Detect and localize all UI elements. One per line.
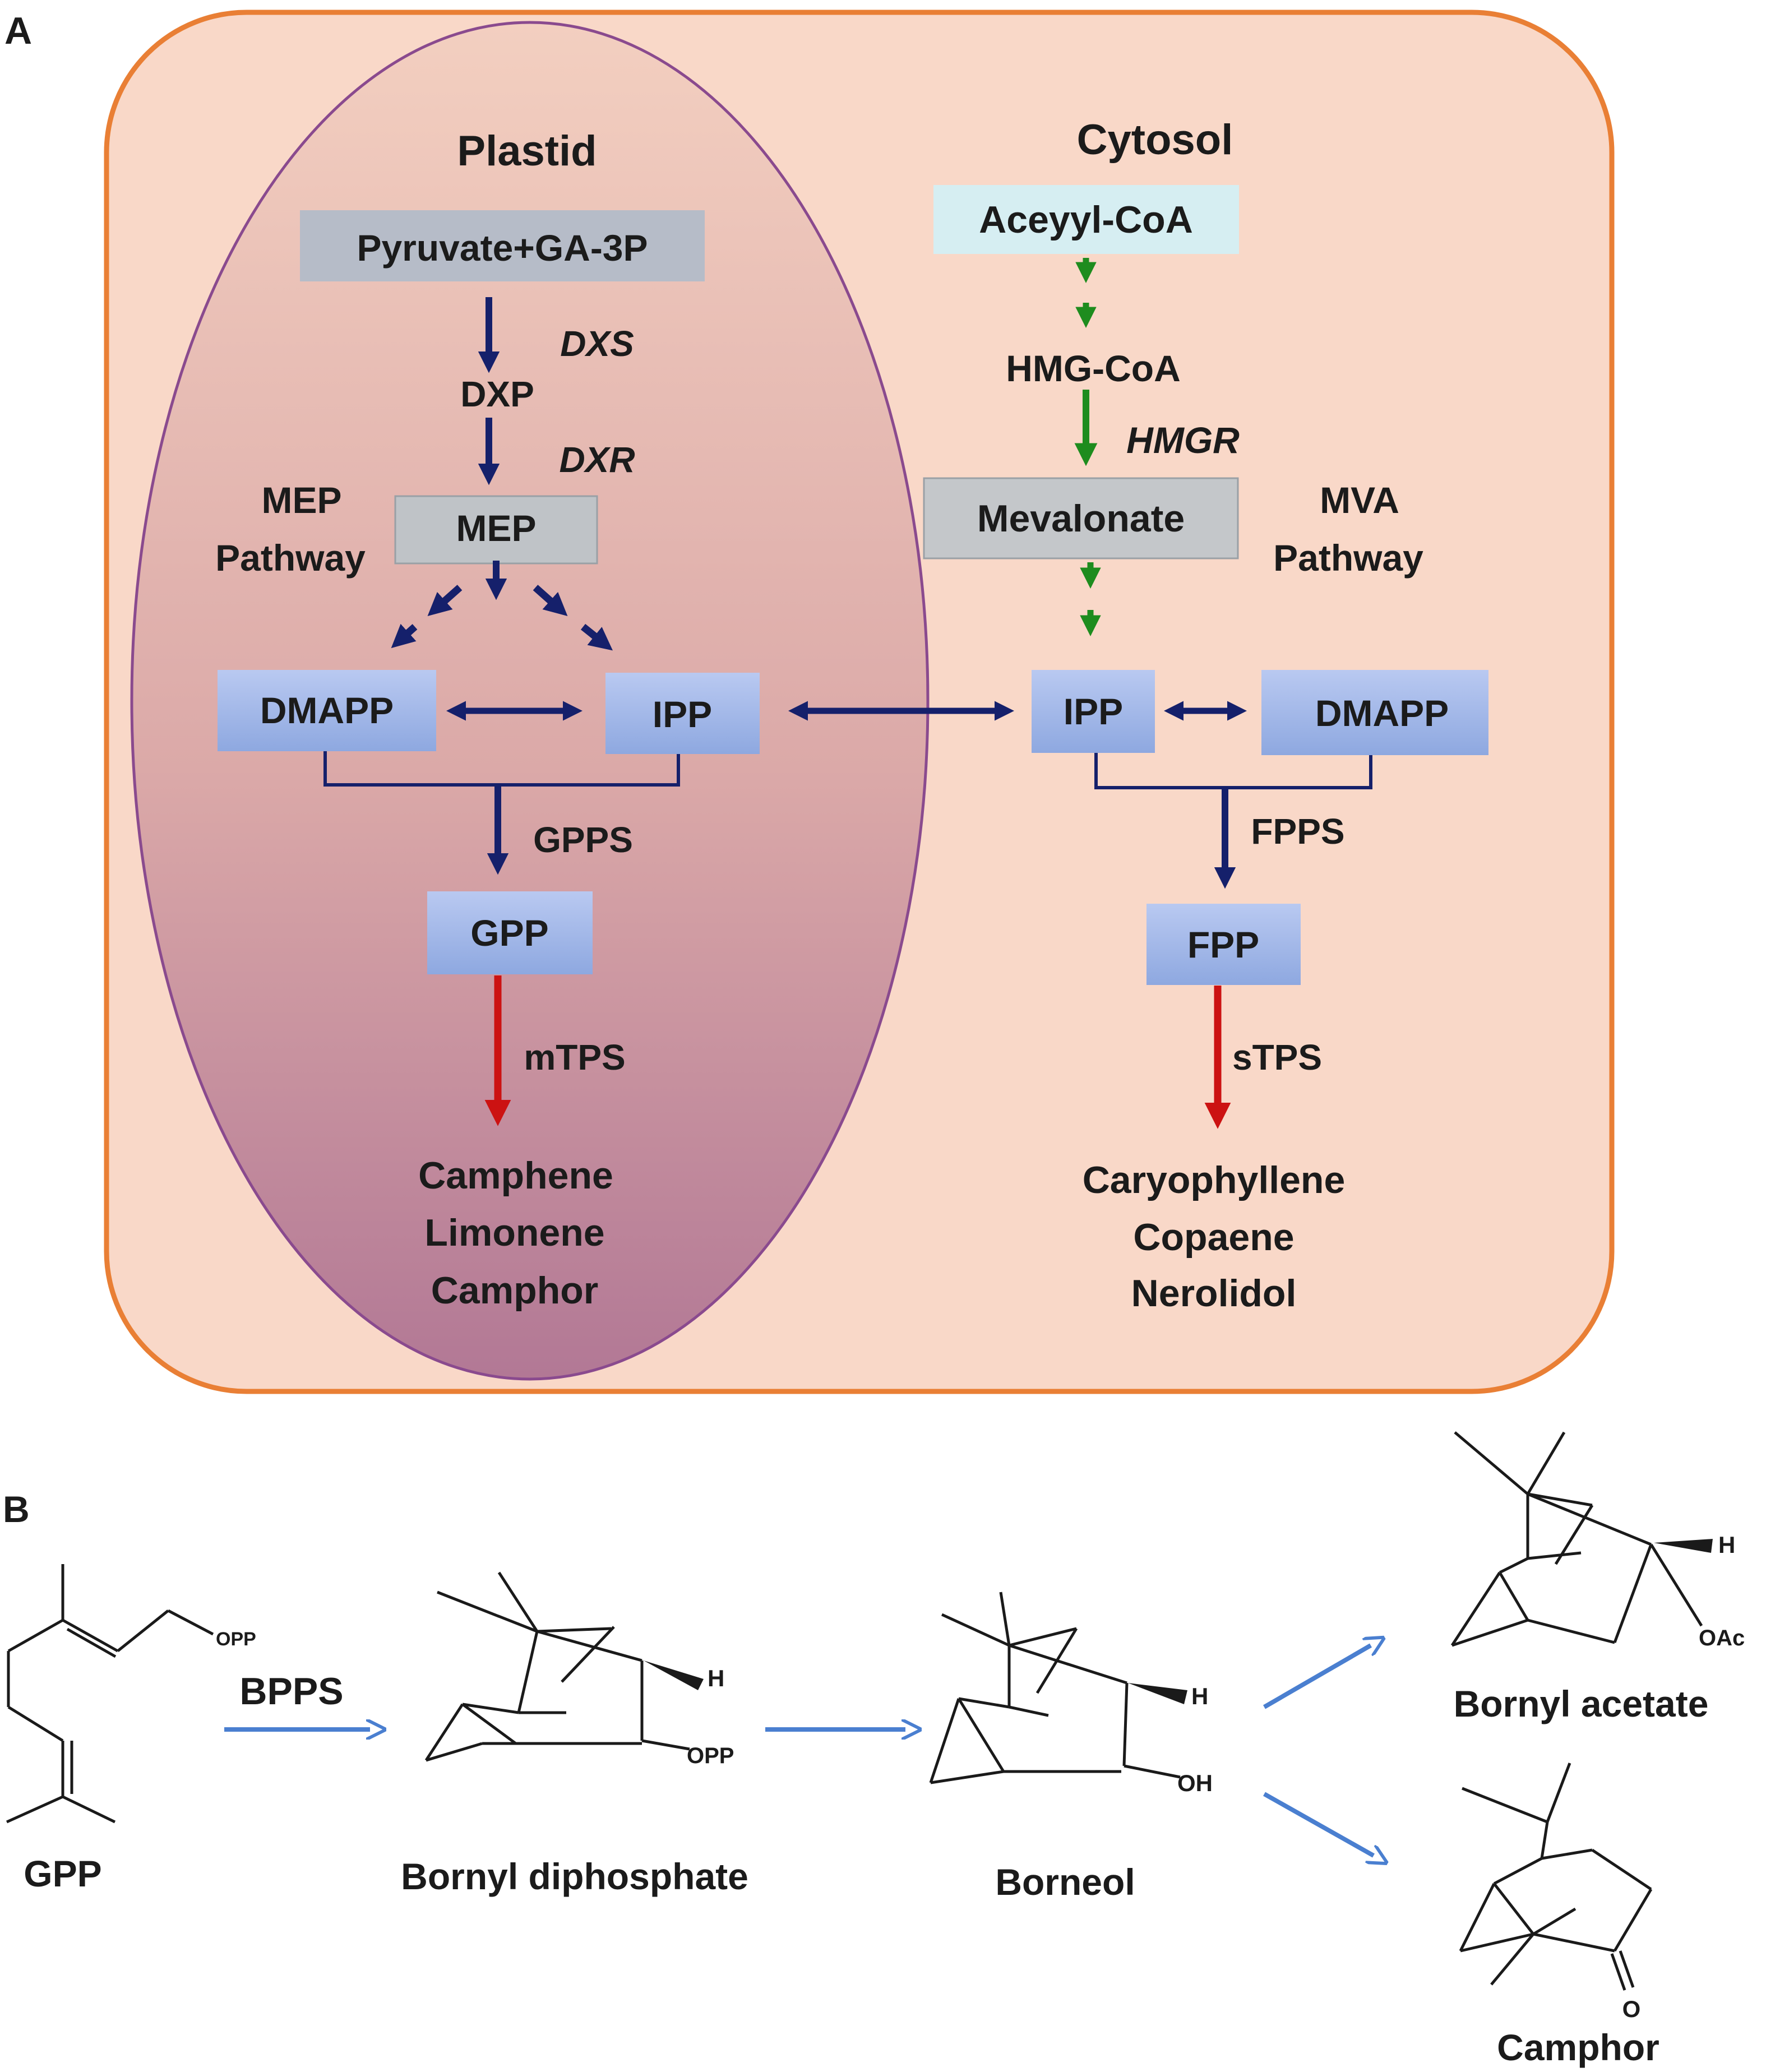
camphor-structure: [1459, 1763, 1653, 1991]
borneol-h-atom: H: [1191, 1683, 1208, 1709]
dmapp-plastid-box: [218, 670, 436, 751]
dmapp-cytosol-label: DMAPP: [1315, 692, 1449, 734]
enzyme-hmgr: HMGR: [1126, 419, 1240, 461]
plastid-arrows: [323, 297, 1372, 889]
gpp-box: [427, 891, 593, 974]
bornyl-diphosphate-wedge: [644, 1661, 704, 1690]
bornyl-diphosphate-h-atom: H: [708, 1665, 724, 1691]
bracket-plastid-merge: [323, 751, 680, 787]
acetyl-coa-box: [933, 185, 1239, 254]
compound-bornyl-diphosphate: Bornyl diphosphate: [401, 1856, 748, 1897]
borneol-structure: [929, 1592, 1181, 1784]
mep-node-label: MEP: [456, 507, 536, 549]
enzyme-dxr: DXR: [559, 440, 635, 480]
gpp-structure: [6, 1564, 214, 1824]
borneol-wedge: [1128, 1683, 1187, 1704]
bornyl-diphosphate-opp-atom: OPP: [687, 1743, 734, 1768]
bornyl-acetate-oac-atom: OAc: [1699, 1626, 1745, 1650]
fpp-box: [1146, 904, 1301, 985]
arrow-mep-ipp-dash-2: [580, 623, 613, 651]
panel-b-label: B: [3, 1488, 30, 1530]
bornyl-acetate-h-atom: H: [1718, 1532, 1735, 1558]
plastid-compartment: [130, 21, 930, 1381]
camphor-o-atom: O: [1622, 1996, 1641, 2022]
plastid-title: Plastid: [457, 127, 597, 175]
mep-pathway-label-line2: Pathway: [215, 537, 366, 579]
mep-pathway-label-line1: MEP: [261, 479, 341, 521]
arrow-borneol-bornylacetate: [1263, 1645, 1371, 1709]
dmapp-plastid-label: DMAPP: [260, 690, 394, 731]
dmapp-cytosol-box: [1261, 670, 1488, 755]
product-plastid-3: Camphor: [431, 1269, 598, 1312]
arrow-borneol-camphor: [1263, 1792, 1374, 1856]
mva-arrows: [1074, 258, 1101, 636]
gpp-node-label: GPP: [470, 912, 548, 954]
fpp-node-label: FPP: [1187, 924, 1259, 965]
bornyl-acetate-wedge: [1654, 1539, 1713, 1553]
arrow-mep-dmapp-dash-1: [427, 585, 463, 617]
compound-camphor: Camphor: [1497, 2027, 1659, 2068]
product-cytosol-3: Nerolidol: [1131, 1272, 1297, 1315]
mep-box: [394, 495, 598, 565]
product-cytosol-1: Caryophyllene: [1083, 1159, 1346, 1201]
product-plastid-1: Camphene: [418, 1154, 613, 1197]
compound-gpp: GPP: [24, 1853, 101, 1894]
gpp-opp-atom: OPP: [216, 1629, 256, 1650]
ipp-cytosol-label: IPP: [1064, 691, 1123, 732]
enzyme-fpps: FPPS: [1251, 811, 1344, 852]
arrow-mep-ipp-dash-1: [533, 585, 568, 617]
dxp-label: DXP: [460, 374, 534, 414]
pyruvate-label: Pyruvate+GA-3P: [357, 227, 648, 269]
pyruvate-box: [300, 210, 705, 281]
product-plastid-2: Limonene: [424, 1211, 604, 1254]
ipp-plastid-label: IPP: [653, 693, 712, 735]
borneol-oh-atom: OH: [1177, 1770, 1213, 1796]
acetyl-coa-label: Aceyyl-CoA: [979, 198, 1193, 241]
mva-pathway-label-line2: Pathway: [1273, 537, 1423, 579]
hmg-coa-label: HMG-CoA: [1006, 348, 1181, 389]
mevalonate-box: [923, 477, 1239, 559]
panel-a-label: A: [4, 10, 32, 52]
enzyme-mtps: mTPS: [524, 1037, 625, 1077]
mva-pathway-label-line1: MVA: [1320, 479, 1399, 521]
bornyl-diphosphate-structure: [424, 1571, 690, 1762]
compound-bornyl-acetate: Bornyl acetate: [1454, 1683, 1709, 1724]
compound-borneol: Borneol: [995, 1861, 1135, 1903]
enzyme-gpps: GPPS: [533, 820, 633, 860]
bornyl-acetate-structure: [1450, 1431, 1703, 1647]
bracket-cytosol-merge: [1094, 753, 1372, 789]
enzyme-dxs: DXS: [560, 323, 634, 364]
mevalonate-label: Mevalonate: [977, 497, 1185, 540]
bpps-enzyme-label: BPPS: [239, 1670, 343, 1713]
cytosol-title: Cytosol: [1077, 116, 1233, 164]
enzyme-stps: sTPS: [1232, 1037, 1322, 1077]
arrow-mep-dmapp-dash-2: [391, 623, 418, 649]
product-cytosol-2: Copaene: [1133, 1216, 1294, 1259]
ipp-plastid-box: [605, 673, 760, 754]
ipp-cytosol-box: [1032, 670, 1155, 753]
